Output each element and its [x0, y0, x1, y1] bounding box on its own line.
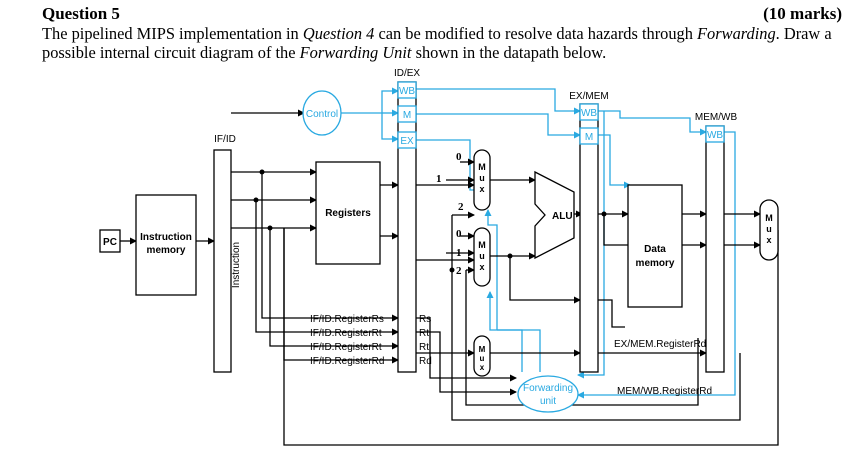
question-text-part: The pipelined MIPS implementation in [42, 24, 303, 43]
junction-dot [449, 267, 455, 273]
field-short-rd: Rd [419, 356, 432, 367]
instruction-memory-label: memory [147, 245, 186, 256]
junction-dot [507, 253, 513, 259]
data-wires [120, 109, 779, 446]
mux-letter: u [480, 354, 485, 363]
ex-mem-register: EX/MEM WB M [569, 91, 609, 373]
junction-dot [253, 197, 259, 203]
memwb-rd-signal: MEM/WB.RegisterRd [617, 386, 712, 397]
mux-letter: M [478, 162, 486, 172]
if-id-label: IF/ID [214, 134, 236, 145]
mux-letter: x [480, 363, 485, 372]
mux-letter: u [479, 173, 485, 183]
id-ex-label: ID/EX [394, 68, 420, 79]
mux-input-1: 1 [436, 173, 442, 185]
field-rs: IF/ID.RegisterRs [310, 314, 384, 325]
control-unit: Control [302, 90, 342, 136]
field-rt: IF/ID.RegisterRt [310, 342, 382, 353]
forwarding-unit-term: Forwarding Unit [299, 43, 412, 62]
junction-dot [267, 225, 273, 231]
register-field-labels: IF/ID.RegisterRs IF/ID.RegisterRt IF/ID.… [310, 314, 432, 367]
data-memory-block: Data memory [627, 184, 683, 308]
instruction-label: Instruction [231, 242, 242, 288]
instruction-memory-label: Instruction [140, 232, 192, 243]
mux-letter: M [479, 345, 486, 354]
mux-b: M u x 0 1 2 [456, 227, 491, 287]
pc-label: PC [103, 237, 117, 248]
mux-input-0: 0 [456, 228, 462, 240]
mem-wb-label: MEM/WB [695, 112, 738, 123]
mux-a: M u x 0 1 2 [436, 149, 491, 213]
instruction-memory-block: Instruction memory [135, 194, 197, 296]
junction-dot [601, 211, 607, 217]
alu-block: ALU [534, 170, 575, 260]
field-short-rt: Rt [419, 328, 429, 339]
exmem-rd-signal: EX/MEM.RegisterRd [614, 339, 706, 350]
question-reference: Question 4 [302, 24, 375, 43]
mux-input-0: 0 [456, 151, 462, 163]
mux-letter: x [479, 184, 484, 194]
m-field: M [403, 110, 411, 121]
registers-label: Registers [325, 208, 371, 219]
mux-rd: M u x [473, 335, 491, 377]
forwarding-unit-label: Forwarding [523, 383, 573, 394]
field-rd: IF/ID.RegisterRd [310, 356, 384, 367]
control-label: Control [306, 109, 338, 120]
if-id-register: IF/ID Instruction [213, 134, 242, 373]
m-field: M [585, 132, 593, 143]
ex-field: EX [400, 136, 414, 147]
data-memory-label: memory [636, 258, 675, 269]
mux-letter: u [479, 251, 485, 261]
registers-block: Registers [315, 161, 381, 265]
forwarding-term: Forwarding [697, 24, 776, 43]
question-marks: (10 marks) [763, 4, 842, 23]
wb-field: WB [581, 108, 597, 119]
writeback-mux: M u x [759, 199, 779, 261]
field-short-rt: Rt [419, 342, 429, 353]
control-wires [340, 87, 736, 399]
forwarding-unit-label: unit [540, 396, 556, 407]
question-text-part: . Draw a possible internal circuit diagr… [42, 24, 832, 62]
question-text-part: can be modified to resolve data hazards … [374, 24, 698, 43]
mux-letter: M [765, 213, 773, 223]
mux-letter: x [766, 235, 771, 245]
wb-field: WB [399, 86, 415, 97]
mux-letter: M [478, 240, 486, 250]
question-text-part: shown in the datapath below. [411, 43, 607, 62]
question-header: Question 5 (10 marks) [42, 4, 842, 26]
mux-letter: u [766, 224, 772, 234]
question-text: The pipelined MIPS implementation in Que… [42, 24, 847, 62]
alu-label: ALU [552, 211, 573, 222]
mux-input-1: 1 [456, 247, 462, 259]
ex-mem-label: EX/MEM [569, 91, 608, 102]
mux-input-2: 2 [458, 201, 464, 213]
question-title: Question 5 [42, 4, 120, 23]
id-ex-register: ID/EX WB M EX [394, 68, 420, 373]
field-short-rs: Rs [419, 314, 431, 325]
forwarding-unit: Forwarding unit [517, 375, 579, 413]
junction-dot [259, 169, 265, 175]
junction-dots [253, 169, 607, 273]
mem-wb-register: MEM/WB WB [695, 112, 738, 373]
pc-block: PC [99, 229, 121, 253]
field-rt: IF/ID.RegisterRt [310, 328, 382, 339]
wb-field: WB [707, 130, 723, 141]
mux-letter: x [479, 262, 484, 272]
data-memory-label: Data [644, 244, 666, 255]
mux-input-2: 2 [456, 265, 462, 277]
